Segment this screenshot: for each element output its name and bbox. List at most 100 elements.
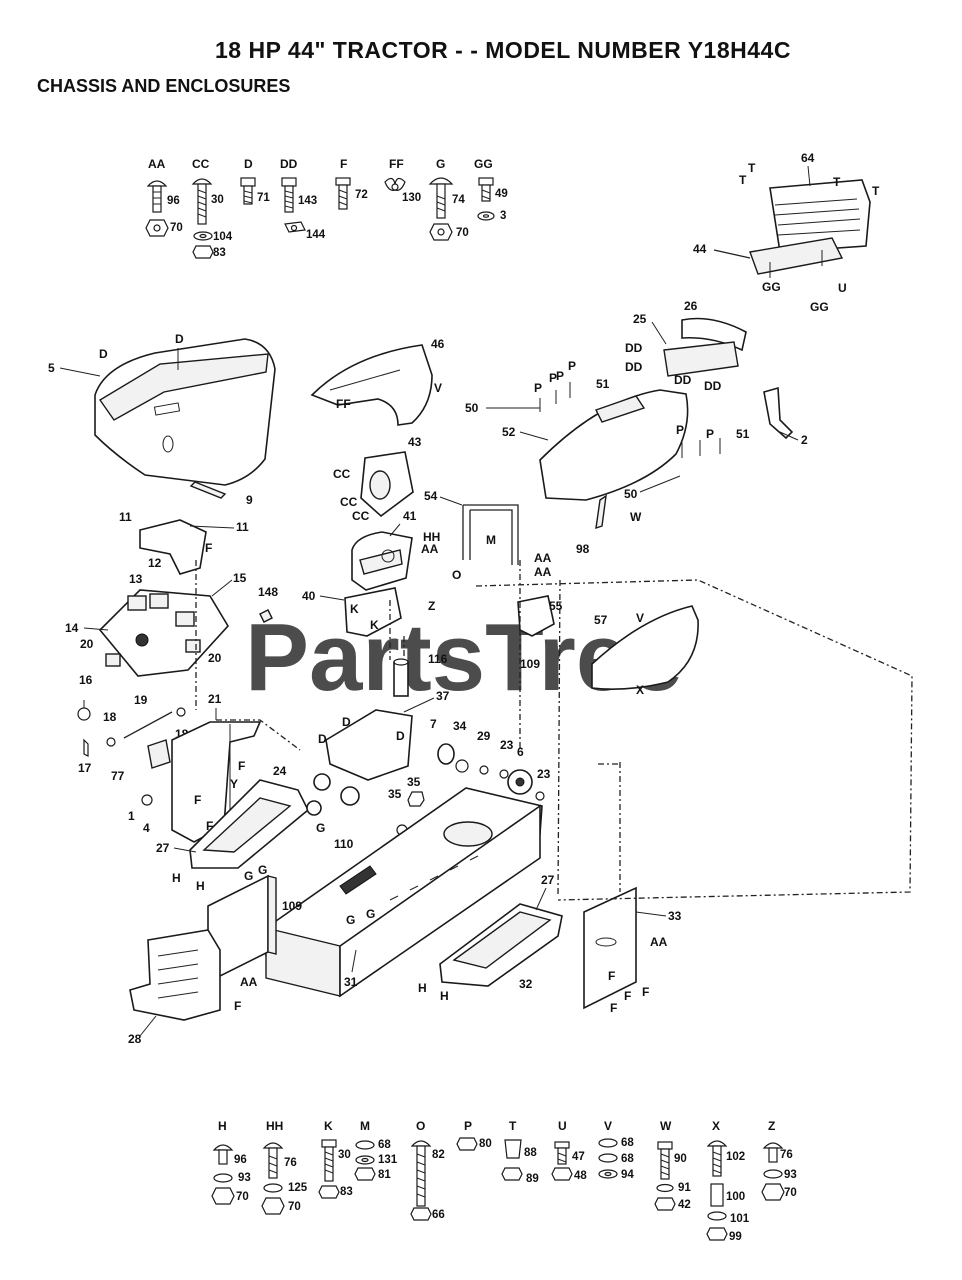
hw-code: U bbox=[558, 1119, 567, 1133]
pedal-bracket-37: 37 D D D bbox=[318, 689, 450, 781]
footrest-27-32: 27 32 H H bbox=[418, 873, 563, 1003]
part-number: 30 bbox=[211, 194, 224, 206]
callout-51: 51 bbox=[736, 427, 750, 441]
label-T: T bbox=[748, 161, 756, 175]
carriage-bolt-icon bbox=[191, 178, 213, 225]
callout-109: 109 bbox=[282, 899, 302, 913]
dash-panel-46: 46 FF V bbox=[310, 337, 445, 426]
part-number: 80 bbox=[479, 1138, 492, 1150]
callout-64: 64 bbox=[801, 151, 815, 165]
callout-24: 24 bbox=[273, 764, 287, 778]
label-AA: AA bbox=[650, 935, 668, 949]
callout-37: 37 bbox=[436, 689, 450, 703]
hw-code: H bbox=[218, 1119, 227, 1133]
label-DD: DD bbox=[704, 379, 722, 393]
label-T: T bbox=[833, 175, 841, 189]
callout-19: 19 bbox=[134, 693, 148, 707]
callout-32: 32 bbox=[519, 977, 533, 991]
label-AA: AA bbox=[421, 542, 439, 556]
callout-57: 57 bbox=[594, 613, 608, 627]
callout-18: 18 bbox=[103, 710, 117, 724]
battery-bracket-12: 11 11 12 F bbox=[119, 510, 249, 575]
callout-6: 6 bbox=[517, 745, 524, 759]
label-F: F bbox=[610, 1001, 617, 1015]
callout-12: 12 bbox=[148, 556, 162, 570]
callout-20: 20 bbox=[208, 651, 222, 665]
label-T: T bbox=[872, 184, 880, 198]
part-number: 88 bbox=[524, 1147, 537, 1159]
part-number: 82 bbox=[432, 1149, 445, 1161]
hw-code: G bbox=[436, 157, 445, 171]
hw-code: D bbox=[244, 157, 253, 171]
carriage-bolt-icon bbox=[146, 180, 168, 213]
callout-16: 16 bbox=[79, 673, 93, 687]
screw-icon bbox=[478, 177, 494, 202]
callout-21: 21 bbox=[208, 692, 222, 706]
part-number: 125 bbox=[288, 1182, 308, 1194]
label-M: M bbox=[486, 533, 496, 547]
part-number: 81 bbox=[378, 1169, 391, 1181]
callout-9: 9 bbox=[246, 493, 253, 507]
battery-tray-15: 13 14 15 20 20 bbox=[65, 571, 247, 677]
callout-50: 50 bbox=[624, 487, 638, 501]
hex-bolt-icon bbox=[281, 177, 297, 213]
part-number: 70 bbox=[784, 1187, 797, 1199]
part-number: 144 bbox=[306, 229, 326, 241]
label-DD: DD bbox=[625, 341, 643, 355]
callout-25: 25 bbox=[633, 312, 647, 326]
part-number: 130 bbox=[402, 192, 421, 204]
callout-2: 2 bbox=[801, 433, 808, 447]
callout-50: 50 bbox=[465, 401, 479, 415]
part-number: 99 bbox=[729, 1231, 742, 1243]
callout-35: 35 bbox=[407, 775, 421, 789]
part-number: 49 bbox=[495, 188, 508, 200]
label-DD: DD bbox=[625, 360, 643, 374]
label-Z: Z bbox=[428, 599, 435, 613]
part-number: 48 bbox=[574, 1170, 587, 1182]
callout-98: 98 bbox=[576, 542, 590, 556]
frame-31: 31 G G 109 bbox=[265, 787, 543, 998]
label-CC: CC bbox=[333, 467, 351, 481]
wing-nut-icon bbox=[384, 177, 406, 191]
bushings-110: 110 bbox=[306, 773, 360, 851]
label-H: H bbox=[440, 989, 449, 1003]
part-number: 93 bbox=[238, 1172, 251, 1184]
part-number: 74 bbox=[452, 194, 465, 206]
callout-26: 26 bbox=[684, 299, 698, 313]
part-number: 89 bbox=[526, 1173, 539, 1185]
label-GG: GG bbox=[810, 300, 829, 314]
callout-55: 55 bbox=[549, 599, 563, 613]
label-O: O bbox=[452, 568, 461, 582]
label-GG: GG bbox=[762, 280, 781, 294]
callout-54: 54 bbox=[424, 489, 438, 503]
part-number: 90 bbox=[674, 1153, 687, 1165]
label-D: D bbox=[342, 715, 351, 729]
hardware-50-51: 50 P P P P 51 P P 51 50 W 98 bbox=[465, 359, 750, 556]
part-number: 83 bbox=[340, 1186, 353, 1198]
part-number: 66 bbox=[432, 1209, 445, 1221]
label-P: P bbox=[676, 423, 684, 437]
part-number: 30 bbox=[338, 1149, 351, 1161]
handle-54: 54 M HH AA AA AA bbox=[421, 489, 552, 579]
callout-1: 1 bbox=[128, 809, 135, 823]
hw-code: GG bbox=[474, 157, 493, 171]
part-number: 3 bbox=[500, 210, 506, 222]
label-G: G bbox=[244, 869, 253, 883]
hw-code: W bbox=[660, 1119, 672, 1133]
fender-57: 57 V X bbox=[591, 605, 699, 697]
hex-bolt-icon bbox=[240, 177, 256, 205]
label-FF: FF bbox=[336, 397, 351, 411]
callout-17: 17 bbox=[78, 761, 92, 775]
part-number: 70 bbox=[170, 222, 183, 234]
label-P: P bbox=[706, 427, 714, 441]
top-hardware-key: AA 96 70 CC 30 104 83 D 71 DD 1 bbox=[145, 157, 508, 259]
bracket-2: 2 bbox=[763, 386, 808, 447]
bracket-55: 55 109 bbox=[517, 595, 563, 671]
label-W: W bbox=[630, 510, 642, 524]
clip-nut-icon bbox=[284, 221, 306, 233]
label-P: P bbox=[556, 369, 564, 383]
callout-20: 20 bbox=[80, 637, 94, 651]
callout-5: 5 bbox=[48, 361, 55, 375]
hw-code: DD bbox=[280, 157, 298, 171]
